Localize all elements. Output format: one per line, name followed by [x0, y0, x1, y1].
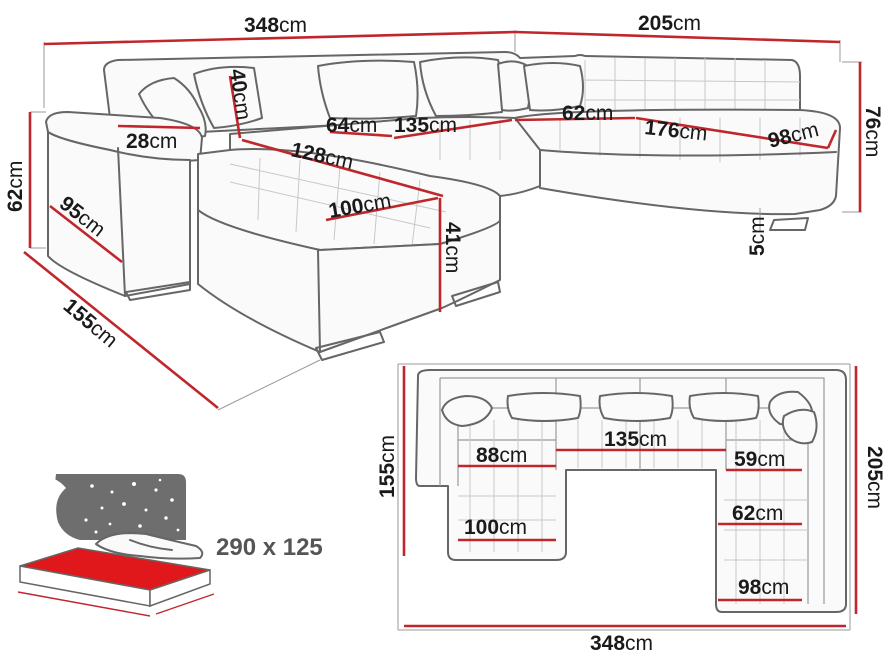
- label-top-chaise-right-bottom: 98cm: [738, 576, 789, 599]
- label-backrest-height: 40cm: [225, 67, 255, 121]
- label-top-chaise-left: 100cm: [464, 516, 527, 539]
- label-side-width: 205cm: [638, 12, 701, 35]
- label-seat-c: 62cm: [562, 102, 613, 125]
- label-top-right-depth: 205cm: [863, 446, 886, 509]
- label-top-chaise-right-mid: 62cm: [732, 502, 783, 525]
- label-seat-a: 64cm: [326, 114, 377, 137]
- label-back-height: 76cm: [861, 106, 884, 157]
- label-seat-height: 41cm: [441, 222, 464, 273]
- night-sky-icon: [53, 474, 186, 540]
- top-view-labels: 155cm 205cm 348cm 88cm 135cm 59cm 100cm …: [376, 428, 886, 655]
- label-leg-height: 5cm: [746, 216, 769, 256]
- label-top-left-depth: 155cm: [376, 435, 399, 498]
- label-height: 62cm: [4, 161, 27, 212]
- top-view-drawing: [397, 363, 858, 631]
- label-top-bottom-width: 348cm: [590, 632, 653, 655]
- label-top-seat-right: 59cm: [734, 448, 785, 471]
- label-top-seat-left: 88cm: [476, 444, 527, 467]
- bed-size-label: 290 x 125: [216, 534, 323, 561]
- perspective-sofa-drawing: [23, 30, 862, 411]
- label-top-seat-center: 135cm: [604, 428, 667, 451]
- label-seat-b: 135cm: [394, 114, 457, 137]
- bed-function-icon: [17, 474, 215, 617]
- label-chaise-length: 128cm: [289, 138, 355, 174]
- label-total-width: 348cm: [244, 14, 307, 37]
- label-seat-d: 176cm: [643, 116, 708, 145]
- label-armrest-width: 28cm: [126, 130, 177, 153]
